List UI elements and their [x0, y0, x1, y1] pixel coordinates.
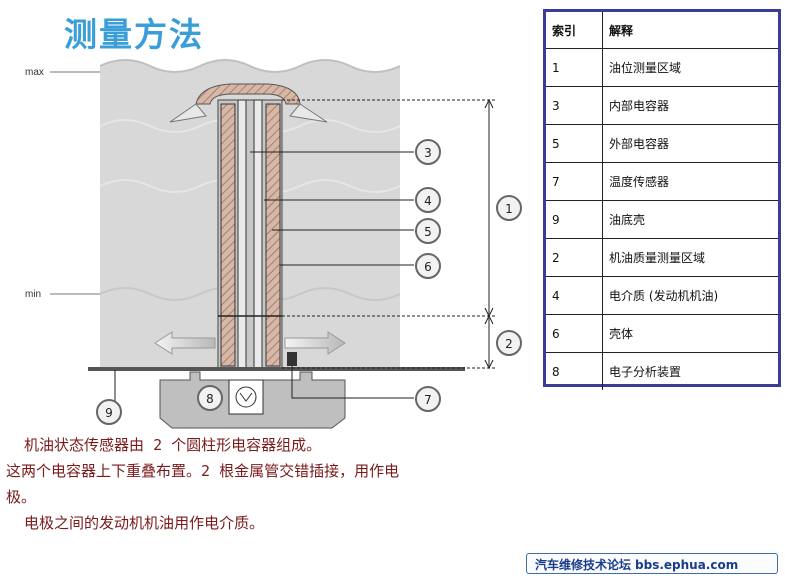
callout-8: 8 [197, 385, 223, 411]
legend-meaning: 油位测量区域 [602, 48, 778, 87]
legend-header-index: 索引 [546, 12, 603, 49]
callout-5-label: 5 [424, 225, 432, 239]
sensor-diagram: max min [25, 59, 522, 429]
legend-header-meaning: 解释 [602, 12, 778, 49]
callout-2-label: 2 [505, 337, 513, 351]
callout-7: 7 [415, 386, 441, 412]
callout-2: 2 [496, 330, 522, 356]
legend-index: 3 [546, 86, 603, 125]
legend-index: 4 [546, 276, 603, 315]
description-line: 这两个电容器上下重叠布置。2 根金属管交错插接，用作电 [6, 462, 400, 480]
legend-meaning: 温度传感器 [602, 162, 778, 201]
callout-4: 4 [415, 187, 441, 213]
legend-index: 9 [546, 200, 603, 239]
legend-meaning: 壳体 [602, 314, 778, 353]
description-line: 电极之间的发动机机油用作电介质。 [6, 514, 265, 532]
legend-meaning: 外部电容器 [602, 124, 778, 163]
legend-meaning: 电子分析装置 [609, 365, 682, 379]
min-label: min [25, 289, 41, 300]
callout-3: 3 [415, 139, 441, 165]
callout-7-label: 7 [424, 393, 432, 407]
legend-index: 5 [546, 124, 603, 163]
forum-name: 汽车维修技术论坛 [535, 558, 632, 572]
callout-3-label: 3 [424, 146, 432, 160]
callout-6: 6 [415, 253, 441, 279]
callout-9: 9 [96, 399, 122, 425]
sensor-tubes [217, 99, 283, 369]
callout-9-label: 9 [105, 406, 113, 420]
dimension-lines [282, 98, 497, 370]
callout-4-label: 4 [424, 194, 432, 208]
legend-index: 8 [546, 352, 603, 390]
callout-6-label: 6 [424, 260, 432, 274]
legend-meaning: 内部电容器 [602, 86, 778, 125]
sensor-cap [169, 83, 328, 123]
legend-meaning: 机油质量测量区域 [602, 238, 778, 277]
oil-flow-arrows [154, 331, 346, 355]
legend-header-row: 索引 解释 [546, 12, 778, 49]
oil-pan-floor [88, 367, 465, 371]
legend-index: 7 [546, 162, 603, 201]
description-line: 机油状态传感器由 2 个圆柱形电容器组成。 [6, 436, 322, 454]
page-title: 测量方法 [64, 15, 204, 54]
description-line: 极。 [6, 488, 37, 506]
legend-meaning: 电介质 (发动机机油) [602, 276, 778, 315]
legend-index: 2 [546, 238, 603, 277]
description-text: 机油状态传感器由 2 个圆柱形电容器组成。 这两个电容器上下重叠布置。2 根金属… [6, 432, 554, 536]
max-label: max [25, 67, 44, 78]
legend-meaning: 油底壳 [602, 200, 778, 239]
callout-8-label: 8 [206, 392, 214, 406]
forum-url: bbs.ephua.com [635, 558, 739, 572]
callout-1: 1 [496, 195, 522, 221]
legend-index: 6 [546, 314, 603, 353]
callout-5: 5 [415, 218, 441, 244]
callout-1-label: 1 [505, 202, 513, 216]
legend-index: 1 [546, 48, 603, 87]
leader-lines [114, 151, 414, 410]
legend-row: 8 电子分析装置 [546, 352, 778, 390]
